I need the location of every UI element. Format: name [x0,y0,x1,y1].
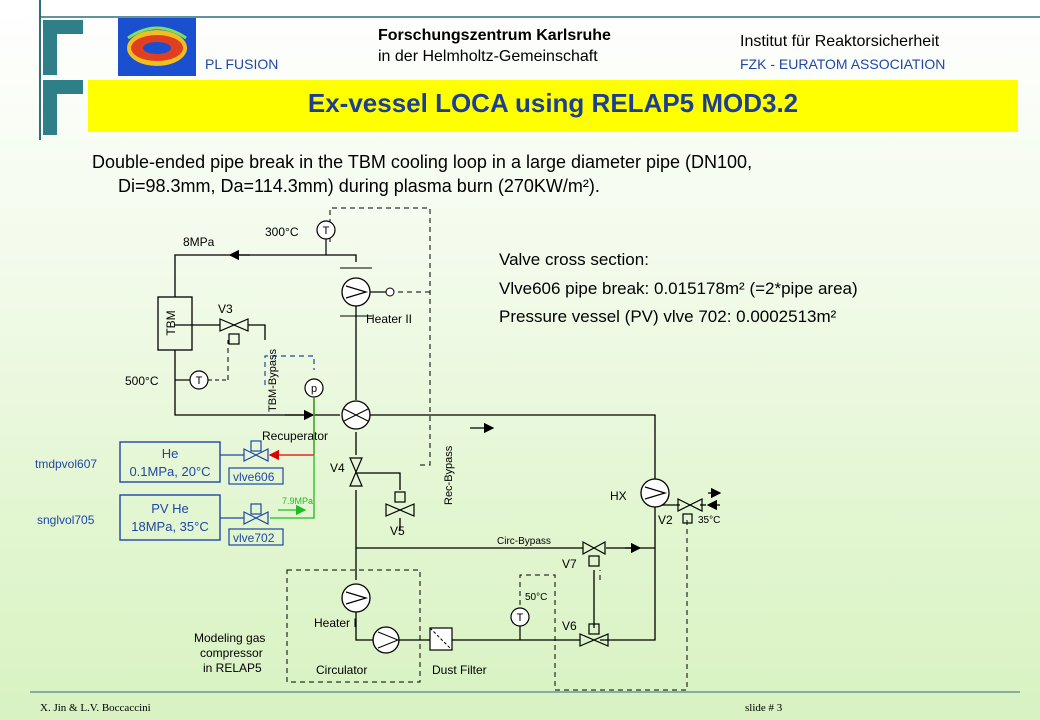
valve-v4-label: V4 [330,461,345,475]
tbm-label: TBM [164,310,178,335]
valve-v2 [677,498,703,524]
valve-702 [220,503,269,525]
association-name: FZK - EURATOM ASSOCIATION [740,56,946,72]
valve-v2-label: V2 [658,513,673,527]
hx-label: HX [610,489,627,503]
valve-v5-label: V5 [390,524,405,538]
model-note-line-3: in RELAP5 [203,661,262,675]
pl-fusion-label: PL FUSION [205,56,279,72]
tbm-box [157,296,193,351]
valve-v7 [582,540,606,567]
org-subtitle: in der Helmholtz-Gemeinschaft [378,48,598,65]
institute-name: Institut für Reaktorsicherheit [740,33,940,50]
tbm-bypass-label: TBM-Bypass [267,349,279,412]
svg-text:T: T [323,225,330,237]
corner-bracket-decoration [39,0,90,140]
svg-text:T: T [196,375,203,387]
snglvol-line-1: PV He [151,501,189,516]
valve-606 [220,440,269,462]
temperature-sensor-top: T [316,220,336,240]
cooling-loop-diagram: TBM V3 TBM-Bypass T T T p 8MPa 300°C 500… [35,207,722,691]
pressure-top-label: 8MPa [183,235,215,249]
temp-filter-label: 50°C [525,592,547,603]
heat-exchanger [640,478,670,508]
valve-v6 [579,623,609,647]
model-note-line-2: compressor [200,646,263,660]
valve-v6-label: V6 [562,619,577,633]
title-banner [88,80,1018,132]
main-piping [174,254,706,641]
temp-top-label: 300°C [265,225,299,239]
temperature-sensor-filter: T [510,607,530,627]
compressor-model-box [286,569,421,683]
description-line-2: Di=98.3mm, Da=114.3mm) during plasma bur… [118,176,600,196]
footer-slide-number: slide # 3 [745,702,783,714]
svg-text:p: p [311,383,317,395]
org-name: Forschungszentrum Karlsruhe [378,27,611,44]
recuperator-label: Recuperator [262,429,328,443]
temp-hx-label: 35°C [698,515,720,526]
snglvol-line-2: 18MPa, 35°C [131,519,208,534]
heater-2 [340,267,395,317]
pv-pressure-label: 7.9MPa [282,496,313,506]
footer-authors: X. Jin & L.V. Boccaccini [40,702,151,714]
top-rule [90,16,1040,18]
snglvol-name: snglvol705 [37,513,95,527]
dust-filter-label: Dust Filter [432,663,487,677]
heater-1-label: Heater I [314,616,357,630]
dust-filter [429,627,453,651]
description-line-1: Double-ended pipe break in the TBM cooli… [92,152,753,172]
pressure-sensor: p [304,378,324,398]
valve-v7-label: V7 [562,557,577,571]
valve-info-heading: Valve cross section: [499,250,649,269]
pl-fusion-logo [118,18,196,76]
valve-v3-label: V3 [218,302,233,316]
valve-info-line-1: Vlve606 pipe break: 0.015178m² (=2*pipe … [499,279,858,298]
valve-info-line-2: Pressure vessel (PV) vlve 702: 0.0002513… [499,307,837,326]
tmdpvol-name: tmdpvol607 [35,457,97,471]
circ-bypass-label: Circ-Bypass [497,536,551,547]
temperature-sensor-tbm: T [189,370,209,390]
tmdpvol-line-1: He [162,446,179,461]
valve-v5 [385,491,415,517]
circulator-pump [372,626,400,654]
rec-bypass-label: Rec-Bypass [443,445,455,505]
circulator-label: Circulator [316,663,367,677]
footer-rule [30,691,1020,693]
heater-2-label: Heater II [366,312,412,326]
valve-606-label: vlve606 [233,470,275,484]
temp-tbm-label: 500°C [125,374,159,388]
valve-v3 [219,318,249,345]
tmdpvol-box [119,441,221,483]
heater-1 [341,583,371,613]
tmdpvol-line-2: 0.1MPa, 20°C [129,464,210,479]
slide-title: Ex-vessel LOCA using RELAP5 MOD3.2 [307,88,799,118]
snglvol-box [119,494,221,541]
valve-702-label: vlve702 [233,531,275,545]
recuperator [341,390,371,430]
svg-text:T: T [517,612,524,624]
valve-v4 [349,457,363,487]
model-note-line-1: Modeling gas [194,631,265,645]
